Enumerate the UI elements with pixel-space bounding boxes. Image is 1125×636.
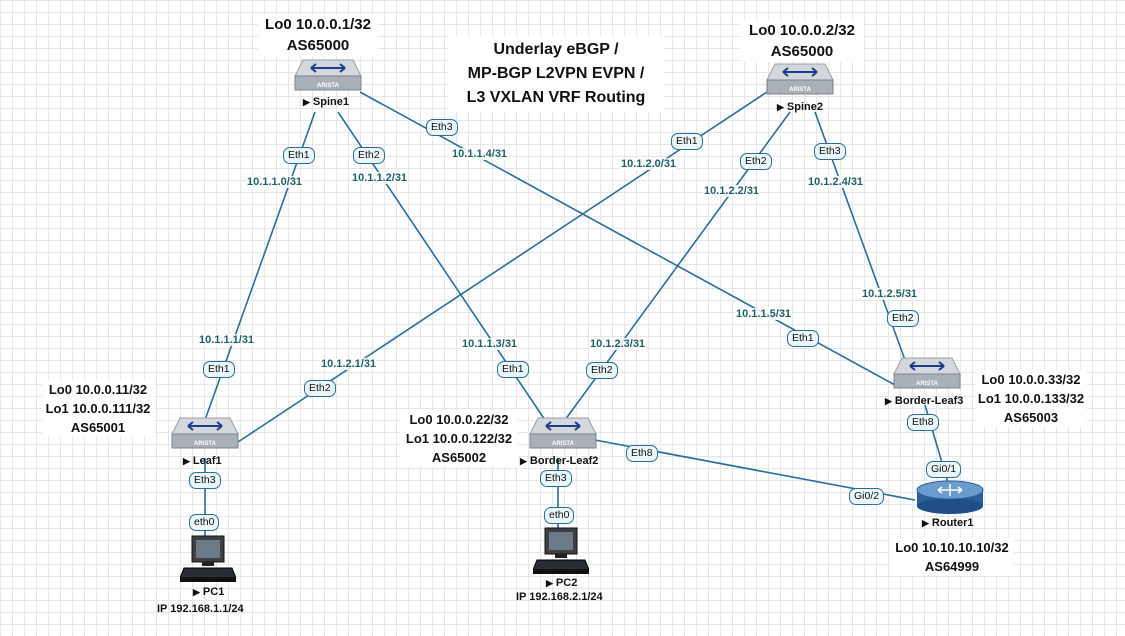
bleaf3-brand: ARISTA [916, 381, 939, 387]
pc2-ip: IP 192.168.2.1/24 [516, 591, 603, 603]
subnet-label: 10.1.1.2/31 [351, 172, 409, 184]
bleaf3-asn: AS65003 [1003, 410, 1059, 425]
bleaf3-lo0: Lo0 10.0.0.33/32 [981, 372, 1081, 387]
bleaf3-switch-icon[interactable]: ARISTA [892, 356, 962, 392]
spine1-asn: AS65000 [286, 37, 350, 54]
spine1-loopback: Lo0 10.0.0.1/32 [265, 16, 371, 33]
bleaf2-lo1: Lo1 10.0.0.122/32 [405, 431, 513, 446]
play-icon: ▶ [777, 102, 784, 112]
spine2-eth1-port[interactable]: Eth1 [671, 133, 703, 150]
leaf1-lo0: Lo0 10.0.0.11/32 [48, 382, 148, 397]
subnet-label: 10.1.1.4/31 [451, 148, 509, 160]
play-icon: ▶ [885, 396, 892, 406]
leaf1-brand: ARISTA [194, 441, 217, 447]
pc1-pc-icon[interactable] [180, 534, 236, 584]
bleaf2-eth1-port[interactable]: Eth1 [497, 361, 529, 378]
bleaf3-eth8-port[interactable]: Eth8 [907, 414, 939, 431]
spine1-eth3-port[interactable]: Eth3 [426, 119, 458, 136]
play-icon: ▶ [193, 587, 200, 597]
subnet-label: 10.1.2.2/31 [703, 185, 761, 197]
router1-router-icon[interactable] [915, 478, 985, 516]
subnet-label: 10.1.1.1/31 [198, 334, 256, 346]
pc1-ip: IP 192.168.1.1/24 [157, 603, 244, 615]
pc1-label: ▶PC1 [193, 586, 225, 598]
router1-info: Lo0 10.10.10.10/32 AS64999 [890, 538, 1014, 576]
title-line-2: MP-BGP L2VPN EVPN / [467, 65, 645, 82]
router1-gi02-port[interactable]: Gi0/2 [849, 488, 885, 505]
leaf1-eth2-port[interactable]: Eth2 [304, 380, 336, 397]
bleaf3-label: ▶Border-Leaf3 [885, 395, 964, 407]
subnet-label: 10.1.2.5/31 [861, 288, 919, 300]
spine2-info: Lo0 10.0.0.2/32 AS65000 [740, 20, 864, 62]
spine1-label: ▶Spine1 [303, 96, 349, 108]
bleaf2-eth3-port[interactable]: Eth3 [540, 470, 572, 487]
bleaf2-brand: ARISTA [552, 441, 575, 447]
subnet-label: 10.1.2.1/31 [320, 358, 378, 370]
play-icon: ▶ [303, 97, 310, 107]
title-line-3: L3 VXLAN VRF Routing [466, 89, 646, 106]
spine2-eth2-port[interactable]: Eth2 [740, 153, 772, 170]
subnet-label: 10.1.1.5/31 [735, 308, 793, 320]
spine1-brand: ARISTA [317, 83, 340, 89]
router1-label: ▶Router1 [922, 517, 974, 529]
bleaf2-label: ▶Border-Leaf2 [520, 455, 599, 467]
leaf1-asn: AS65001 [70, 420, 126, 435]
leaf1-lo1: Lo1 10.0.0.111/32 [45, 401, 151, 416]
spine2-eth3-port[interactable]: Eth3 [814, 143, 846, 160]
leaf1-info: Lo0 10.0.0.11/32 Lo1 10.0.0.111/32 AS650… [42, 380, 154, 437]
bleaf2-eth8-port[interactable]: Eth8 [626, 445, 658, 462]
play-icon: ▶ [520, 456, 527, 466]
bleaf2-lo0: Lo0 10.0.0.22/32 [409, 412, 509, 427]
pc2-label: ▶PC2 [546, 577, 578, 589]
leaf1-eth1-port[interactable]: Eth1 [203, 361, 235, 378]
spine2-switch-icon[interactable]: ARISTA [765, 62, 835, 98]
pc1-eth0-port[interactable]: eth0 [189, 514, 220, 531]
subnet-label: 10.1.2.0/31 [620, 158, 678, 170]
subnet-label: 10.1.2.3/31 [589, 338, 647, 350]
leaf1-label: ▶Leaf1 [183, 455, 222, 467]
play-icon: ▶ [546, 578, 553, 588]
router1-lo0: Lo0 10.10.10.10/32 [895, 540, 1009, 555]
spine2-loopback: Lo0 10.0.0.2/32 [749, 22, 855, 39]
subnet-label: 10.1.1.0/31 [246, 176, 304, 188]
diagram-title: Underlay eBGP / MP-BGP L2VPN EVPN / L3 V… [448, 36, 664, 112]
pc2-pc-icon[interactable] [533, 526, 589, 576]
leaf1-switch-icon[interactable]: ARISTA [170, 416, 240, 452]
bleaf2-asn: AS65002 [431, 450, 487, 465]
bleaf3-eth2-port[interactable]: Eth2 [887, 310, 919, 327]
bleaf3-lo1: Lo1 10.0.0.133/32 [977, 391, 1085, 406]
spine1-switch-icon[interactable]: ARISTA [293, 58, 363, 94]
pc2-eth0-port[interactable]: eth0 [544, 507, 575, 524]
title-line-1: Underlay eBGP / [493, 41, 619, 58]
play-icon: ▶ [183, 456, 190, 466]
spine1-info: Lo0 10.0.0.1/32 AS65000 [258, 14, 378, 56]
subnet-label: 10.1.1.3/31 [461, 338, 519, 350]
bleaf3-info: Lo0 10.0.0.33/32 Lo1 10.0.0.133/32 AS650… [975, 370, 1087, 427]
router1-gi01-port[interactable]: Gi0/1 [926, 461, 962, 478]
play-icon: ▶ [922, 518, 929, 528]
leaf1-eth3-port[interactable]: Eth3 [189, 472, 221, 489]
subnet-label: 10.1.2.4/31 [807, 176, 865, 188]
router1-asn: AS64999 [924, 559, 980, 574]
bleaf3-eth1-port[interactable]: Eth1 [787, 330, 819, 347]
spine1-eth1-port[interactable]: Eth1 [283, 147, 315, 164]
bleaf2-eth2-port[interactable]: Eth2 [586, 362, 618, 379]
bleaf2-switch-icon[interactable]: ARISTA [528, 416, 598, 452]
spine2-brand: ARISTA [789, 87, 812, 93]
spine2-label: ▶Spine2 [777, 101, 823, 113]
bleaf2-info: Lo0 10.0.0.22/32 Lo1 10.0.0.122/32 AS650… [400, 410, 518, 467]
spine2-asn: AS65000 [770, 43, 834, 60]
spine1-eth2-port[interactable]: Eth2 [353, 147, 385, 164]
